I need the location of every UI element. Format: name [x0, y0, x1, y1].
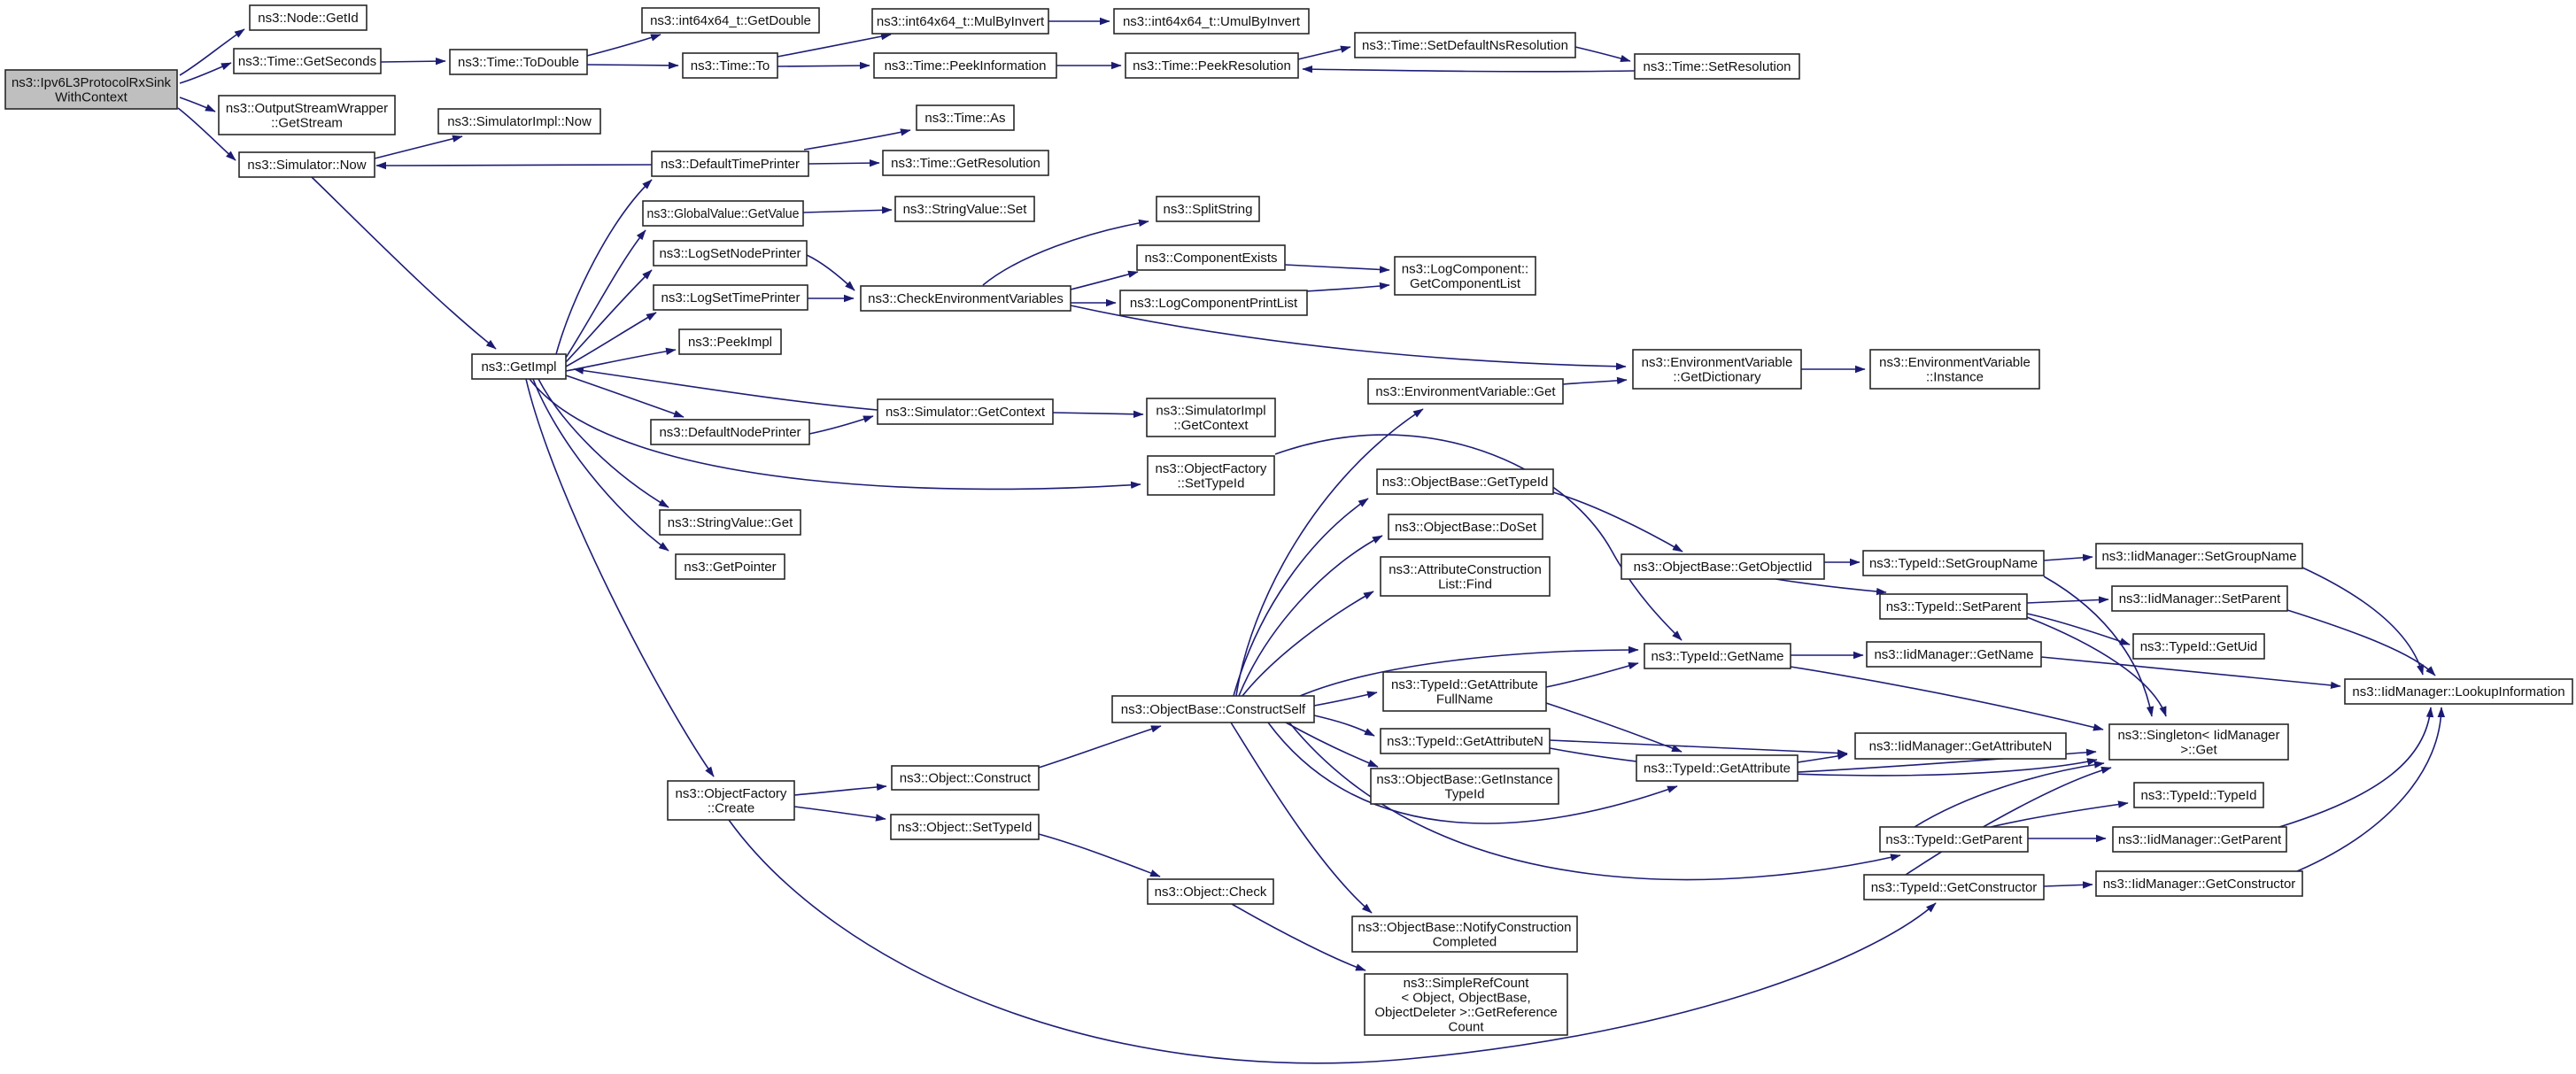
svg-text:ns3::EnvironmentVariable::Get: ns3::EnvironmentVariable::Get [1375, 384, 1556, 399]
svg-text:ns3::IidManager::LookupInforma: ns3::IidManager::LookupInformation [2352, 684, 2564, 699]
svg-text:ns3::Time::To: ns3::Time::To [691, 58, 770, 73]
svg-text:ns3::IidManager::GetAttributeN: ns3::IidManager::GetAttributeN [1869, 739, 2053, 754]
svg-text:ns3::IidManager::SetParent: ns3::IidManager::SetParent [2119, 591, 2281, 607]
svg-text:ns3::Time::As: ns3::Time::As [924, 111, 1005, 126]
svg-text:FullName: FullName [1436, 692, 1493, 707]
svg-text:ns3::Time::PeekResolution: ns3::Time::PeekResolution [1133, 58, 1291, 73]
svg-text:ns3::Time::ToDouble: ns3::Time::ToDouble [458, 55, 579, 70]
svg-text:ns3::EnvironmentVariable: ns3::EnvironmentVariable [1879, 355, 2031, 370]
svg-text:ns3::TypeId::GetParent: ns3::TypeId::GetParent [1885, 832, 2023, 847]
svg-text:ns3::DefaultNodePrinter: ns3::DefaultNodePrinter [659, 425, 801, 440]
svg-text:ns3::Object::Construct: ns3::Object::Construct [900, 771, 1032, 786]
svg-text:ns3::ObjectBase::GetInstance: ns3::ObjectBase::GetInstance [1376, 772, 1552, 787]
svg-text:ns3::GetPointer: ns3::GetPointer [684, 560, 776, 575]
svg-text:::SetTypeId: ::SetTypeId [1178, 475, 1245, 491]
svg-text:ns3::GetImpl: ns3::GetImpl [481, 359, 556, 375]
svg-text:ns3::TypeId::SetGroupName: ns3::TypeId::SetGroupName [1869, 556, 2038, 571]
svg-text:ns3::IidManager::GetName: ns3::IidManager::GetName [1874, 647, 2033, 662]
svg-text:ns3::TypeId::GetAttribute: ns3::TypeId::GetAttribute [1644, 761, 1791, 777]
svg-text:ns3::Time::GetSeconds: ns3::Time::GetSeconds [238, 54, 376, 69]
svg-text:>::Get: >::Get [2180, 742, 2217, 757]
svg-text:ns3::IidManager::SetGroupName: ns3::IidManager::SetGroupName [2101, 549, 2296, 564]
svg-text:ns3::OutputStreamWrapper: ns3::OutputStreamWrapper [226, 101, 388, 116]
svg-text:ns3::TypeId::GetName: ns3::TypeId::GetName [1651, 649, 1783, 664]
svg-text:::GetContext: ::GetContext [1173, 418, 1249, 433]
svg-text:ns3::SimulatorImpl: ns3::SimulatorImpl [1156, 404, 1265, 419]
svg-text:ns3::ObjectBase::GetObjectIid: ns3::ObjectBase::GetObjectIid [1634, 560, 1813, 575]
svg-text:ns3::PeekImpl: ns3::PeekImpl [688, 335, 772, 350]
svg-text:ns3::ComponentExists: ns3::ComponentExists [1144, 251, 1277, 266]
svg-text:ns3::int64x64_t::UmulByInvert: ns3::int64x64_t::UmulByInvert [1123, 14, 1301, 29]
svg-text:ns3::ObjectBase::ConstructSelf: ns3::ObjectBase::ConstructSelf [1121, 702, 1306, 717]
svg-text:ns3::LogComponent::: ns3::LogComponent:: [1402, 262, 1528, 277]
svg-text:ns3::TypeId::SetParent: ns3::TypeId::SetParent [1886, 599, 2022, 614]
svg-text:ns3::TypeId::GetUid: ns3::TypeId::GetUid [2140, 639, 2258, 654]
svg-text:ns3::LogComponentPrintList: ns3::LogComponentPrintList [1130, 296, 1298, 311]
svg-text:ns3::SimpleRefCount: ns3::SimpleRefCount [1404, 976, 1530, 991]
svg-text:ns3::ObjectFactory: ns3::ObjectFactory [676, 786, 787, 801]
svg-text:ns3::Node::GetId: ns3::Node::GetId [258, 11, 358, 26]
svg-text:GetComponentList: GetComponentList [1410, 276, 1521, 291]
svg-text:::Create: ::Create [708, 800, 754, 815]
svg-text:::Instance: ::Instance [1926, 369, 1984, 384]
svg-text:TypeId: TypeId [1444, 786, 1484, 801]
svg-text:ns3::Time::SetResolution: ns3::Time::SetResolution [1643, 59, 1791, 74]
svg-text:ns3::IidManager::GetConstructo: ns3::IidManager::GetConstructor [2103, 877, 2296, 892]
svg-text:ns3::LogSetNodePrinter: ns3::LogSetNodePrinter [659, 246, 801, 261]
svg-text:ns3::Time::PeekInformation: ns3::Time::PeekInformation [885, 58, 1047, 73]
svg-text:ns3::int64x64_t::GetDouble: ns3::int64x64_t::GetDouble [650, 13, 811, 28]
svg-text:WithContext: WithContext [55, 89, 128, 104]
svg-text:ns3::TypeId::GetAttributeN: ns3::TypeId::GetAttributeN [1387, 734, 1543, 749]
svg-text:ns3::AttributeConstruction: ns3::AttributeConstruction [1389, 562, 1542, 577]
svg-text:ns3::ObjectBase::NotifyConstru: ns3::ObjectBase::NotifyConstruction [1358, 920, 1572, 935]
svg-text:ns3::ObjectFactory: ns3::ObjectFactory [1156, 461, 1267, 476]
svg-text:ns3::Simulator::GetContext: ns3::Simulator::GetContext [886, 405, 1046, 420]
svg-text:ns3::SplitString: ns3::SplitString [1164, 202, 1253, 217]
svg-text:ns3::Time::SetDefaultNsResolut: ns3::Time::SetDefaultNsResolution [1362, 38, 1568, 53]
svg-text:ns3::StringValue::Set: ns3::StringValue::Set [903, 202, 1028, 217]
svg-text:::GetDictionary: ::GetDictionary [1673, 369, 1761, 384]
svg-text:::GetStream: ::GetStream [271, 115, 343, 130]
svg-text:ns3::TypeId::GetConstructor: ns3::TypeId::GetConstructor [1871, 880, 2038, 895]
svg-text:List::Find: List::Find [1438, 576, 1492, 591]
svg-text:ns3::TypeId::GetAttribute: ns3::TypeId::GetAttribute [1391, 677, 1538, 692]
svg-text:ns3::Ipv6L3ProtocolRxSink: ns3::Ipv6L3ProtocolRxSink [12, 75, 172, 90]
svg-text:< Object, ObjectBase,: < Object, ObjectBase, [1401, 991, 1530, 1006]
svg-text:ns3::ObjectBase::GetTypeId: ns3::ObjectBase::GetTypeId [1382, 475, 1549, 490]
svg-text:ns3::LogSetTimePrinter: ns3::LogSetTimePrinter [661, 290, 800, 305]
svg-text:ns3::ObjectBase::DoSet: ns3::ObjectBase::DoSet [1395, 520, 1537, 535]
svg-text:ns3::Singleton< IidManager: ns3::Singleton< IidManager [2117, 728, 2279, 743]
svg-text:ns3::StringValue::Get: ns3::StringValue::Get [668, 515, 793, 530]
svg-text:ns3::Simulator::Now: ns3::Simulator::Now [247, 158, 366, 173]
svg-text:Count: Count [1448, 1019, 1484, 1034]
svg-text:ns3::IidManager::GetParent: ns3::IidManager::GetParent [2118, 832, 2282, 847]
svg-text:ns3::GlobalValue::GetValue: ns3::GlobalValue::GetValue [647, 206, 800, 221]
svg-text:ns3::SimulatorImpl::Now: ns3::SimulatorImpl::Now [447, 114, 592, 129]
svg-text:ObjectDeleter >::GetReference: ObjectDeleter >::GetReference [1374, 1005, 1557, 1020]
svg-text:ns3::Object::SetTypeId: ns3::Object::SetTypeId [898, 820, 1033, 835]
svg-text:ns3::Object::Check: ns3::Object::Check [1155, 885, 1267, 900]
svg-text:ns3::TypeId::TypeId: ns3::TypeId::TypeId [2141, 788, 2257, 803]
svg-text:Completed: Completed [1433, 934, 1497, 949]
svg-text:ns3::DefaultTimePrinter: ns3::DefaultTimePrinter [661, 157, 800, 172]
svg-text:ns3::int64x64_t::MulByInvert: ns3::int64x64_t::MulByInvert [877, 14, 1045, 29]
svg-text:ns3::Time::GetResolution: ns3::Time::GetResolution [891, 156, 1040, 171]
svg-text:ns3::CheckEnvironmentVariables: ns3::CheckEnvironmentVariables [868, 291, 1064, 306]
svg-text:ns3::EnvironmentVariable: ns3::EnvironmentVariable [1642, 355, 1793, 370]
